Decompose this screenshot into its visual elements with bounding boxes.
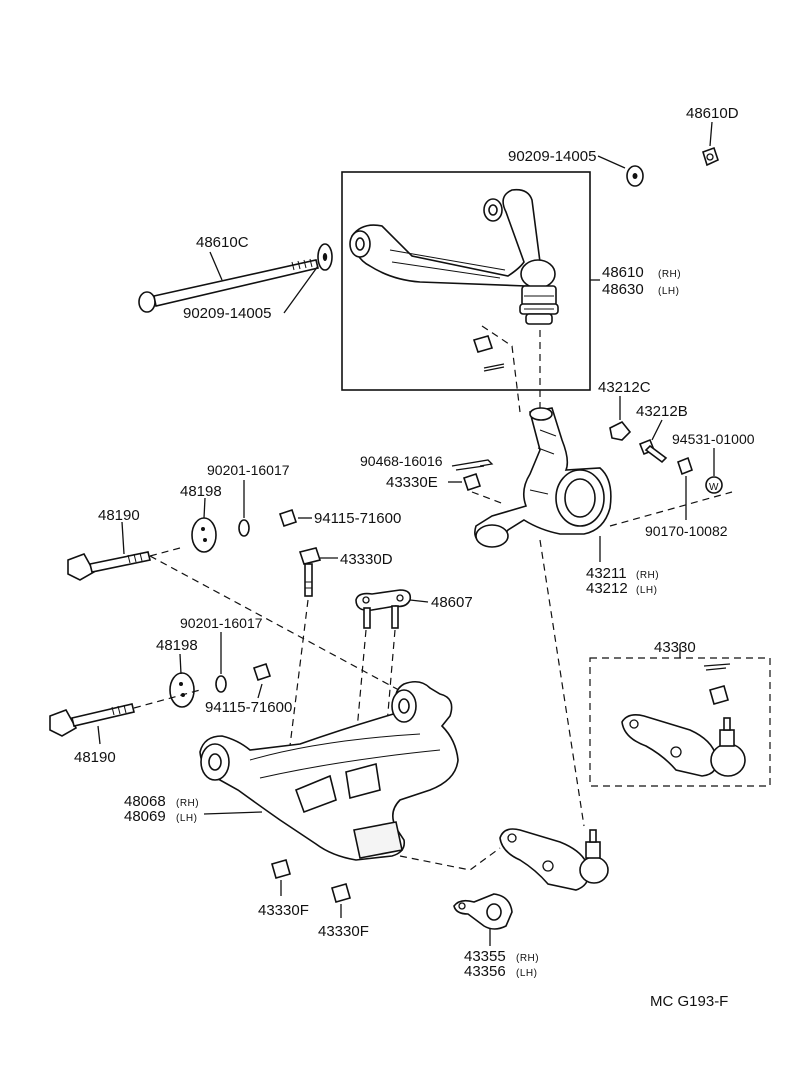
label-90170: 90170-10082 [645, 523, 728, 539]
bolt-48190-upper [67, 551, 151, 581]
label-94115-lower: 94115-71600 [205, 699, 292, 716]
label-43330E: 43330E [386, 474, 438, 491]
cam-plate-48198-lower [169, 672, 195, 708]
label-43212C: 43212C [598, 379, 651, 396]
label-48630-lh: (LH) [658, 286, 679, 297]
upper-cotter-pin [483, 363, 505, 372]
label-43211-rh: (RH) [636, 570, 659, 581]
label-43355-rh: (RH) [516, 953, 539, 964]
label-48198-upper: 48198 [180, 483, 222, 500]
bolt-43212B [638, 438, 668, 464]
label-90209-left: 90209-14005 [183, 305, 271, 322]
label-43330F-b: 43330F [318, 923, 369, 940]
label-43330: 43330 [654, 639, 696, 656]
label-48610: 48610 [602, 264, 644, 281]
label-43356-lh: (LH) [516, 968, 537, 979]
label-48610D: 48610D [686, 105, 739, 122]
nut-48610D [702, 146, 719, 167]
label-43356: 43356 [464, 963, 506, 980]
label-43330D: 43330D [340, 551, 393, 568]
label-48068-rh: (RH) [176, 798, 199, 809]
label-48069: 48069 [124, 808, 166, 825]
stopper-43355 [453, 893, 513, 930]
label-48607: 48607 [431, 594, 473, 611]
label-90468: 90468-16016 [360, 453, 443, 469]
bolt-48610C [138, 258, 319, 313]
cotter-pin-90468 [451, 459, 494, 471]
washer-90201-upper [238, 519, 250, 537]
label-48198-lower: 48198 [156, 637, 198, 654]
label-43212B: 43212B [636, 403, 688, 420]
washer-90201-lower [215, 675, 227, 693]
washer-90209-left [317, 243, 333, 271]
label-48190-lower: 48190 [74, 749, 116, 766]
label-48610-rh: (RH) [658, 269, 681, 280]
nut-43330F-a [271, 859, 291, 879]
cam-plate-48198-upper [191, 517, 217, 553]
label-43330F-a: 43330F [258, 902, 309, 919]
label-48610C: 48610C [196, 234, 249, 251]
nut-94115-lower [252, 662, 272, 682]
label-43355: 43355 [464, 948, 506, 965]
diagram-code: MC G193-F [650, 993, 728, 1010]
assy-cotter-pin [703, 663, 731, 671]
washer-94531: W [705, 476, 723, 494]
bolt-43330D [298, 547, 322, 597]
label-48069-lh: (LH) [176, 813, 197, 824]
label-90201-lower: 90201-16017 [180, 615, 263, 631]
label-90201-upper: 90201-16017 [207, 462, 290, 478]
lower-control-arm [199, 680, 459, 861]
label-90209-top: 90209-14005 [508, 148, 596, 165]
label-48630: 48630 [602, 281, 644, 298]
label-48068: 48068 [124, 793, 166, 810]
nut-90170-10082 [677, 456, 693, 476]
upper-castle-nut [472, 335, 494, 353]
nut-43212C [609, 420, 632, 441]
nut-43330E [462, 472, 482, 492]
label-43211: 43211 [586, 565, 627, 582]
bracket-48607 [355, 589, 412, 629]
label-48190-upper: 48190 [98, 507, 140, 524]
label-43212: 43212 [586, 580, 628, 597]
label-43212-lh: (LH) [636, 585, 657, 596]
washer-90209-top [626, 165, 644, 187]
upper-ball-joint [519, 259, 559, 325]
assy-castle-nut [709, 685, 729, 705]
steering-knuckle [474, 407, 612, 548]
upper-control-arm [349, 188, 553, 288]
nut-94115-upper [278, 508, 298, 528]
washer-mark: W [709, 482, 719, 493]
assy-ball-joint [621, 714, 746, 777]
nut-43330F-b [331, 883, 351, 903]
bolt-48190-lower [49, 703, 135, 737]
lower-ball-joint [499, 828, 609, 891]
label-94531: 94531-01000 [672, 431, 755, 447]
upper-arm-group-box [341, 171, 591, 391]
label-94115-upper: 94115-71600 [314, 510, 401, 527]
